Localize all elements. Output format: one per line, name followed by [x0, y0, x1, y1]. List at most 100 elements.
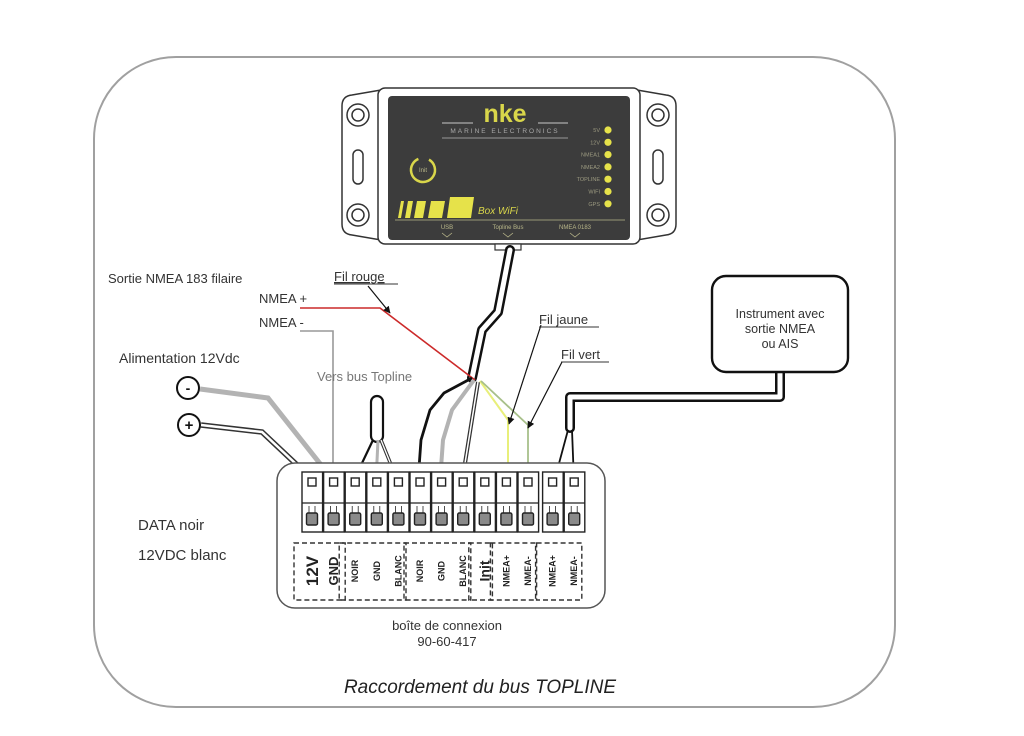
label-sortie-nmea: Sortie NMEA 183 filaire	[108, 271, 242, 286]
label-12vdc-blanc: 12VDC blanc	[138, 547, 227, 564]
led-label: NMEA1	[581, 153, 600, 159]
terminal	[409, 471, 432, 533]
terminal-group-box	[535, 542, 583, 601]
terminal-label: GND	[372, 561, 382, 582]
led-indicator-icon	[604, 187, 612, 196]
terminal-label: GND	[437, 561, 447, 582]
terminal	[344, 471, 367, 533]
terminal	[517, 471, 540, 533]
label-alimentation: Alimentation 12Vdc	[119, 350, 240, 366]
terminal-label: NMEA-	[523, 556, 533, 586]
terminal-block	[301, 471, 586, 533]
led-label: WIFI	[588, 190, 600, 196]
plus-terminal-icon: +	[177, 413, 201, 437]
led-label: NMEA2	[581, 165, 600, 171]
terminal-label: NMEA-	[569, 556, 579, 586]
instrument-box: Instrument avec sortie NMEA ou AIS	[710, 274, 850, 374]
brand-stripes	[398, 197, 474, 218]
port-label-usb: USB	[441, 225, 453, 231]
terminal	[541, 471, 564, 533]
terminal-group-box	[338, 542, 407, 601]
terminal	[366, 471, 389, 533]
minus-terminal-icon: -	[176, 376, 200, 400]
svg-text:ou AIS: ou AIS	[762, 337, 799, 351]
wire-red	[300, 307, 476, 381]
terminal-label: NMEA+	[501, 555, 511, 587]
screw-hole-icon	[346, 103, 370, 127]
device-flange-right	[636, 89, 677, 241]
led-indicator-icon	[604, 126, 612, 134]
terminal-label: BLANC	[458, 555, 468, 587]
terminal-labels: 12V GND NOIR GND BLANC NOIR GND BLANC Init NMEA+ N…	[293, 542, 583, 601]
port-label-topline: Topline Bus	[492, 225, 523, 231]
device-subtitle: MARINE ELECTRONICS	[450, 128, 559, 135]
label-fil-jaune: Fil jaune	[539, 312, 588, 327]
label-fil-vert: Fil vert	[561, 347, 600, 362]
label-boite-connexion: boîte de connexion	[392, 618, 502, 633]
topline-cable	[467, 245, 515, 383]
terminal-label: NMEA+	[548, 555, 558, 587]
screw-hole-icon	[646, 103, 670, 127]
led-label: 12V	[590, 140, 600, 146]
svg-text:sortie NMEA: sortie NMEA	[745, 322, 816, 336]
init-button: Init	[409, 156, 437, 184]
svg-text:-: -	[186, 380, 191, 396]
arrow-fil-rouge	[367, 285, 391, 314]
terminal-label: NOIR	[350, 559, 360, 582]
led-label: 5V	[593, 128, 600, 134]
svg-text:Init: Init	[419, 168, 427, 174]
screw-hole-icon	[646, 203, 670, 227]
terminal	[430, 471, 453, 533]
wire-nmea-minus	[300, 330, 334, 480]
arrow-fil-jaune	[507, 324, 542, 425]
terminal-label: 12V	[303, 555, 322, 586]
terminal	[452, 471, 475, 533]
led-indicator-icon	[604, 200, 612, 208]
led-label: TOPLINE	[577, 177, 601, 183]
terminal	[563, 471, 586, 533]
led-indicator-icon	[604, 175, 612, 183]
terminal-label: GND	[326, 557, 341, 586]
svg-text:+: +	[185, 417, 194, 434]
terminal-label: NOIR	[415, 559, 425, 582]
terminal-group-box	[403, 542, 472, 601]
led-label: GPS	[588, 202, 600, 208]
wire-black-data	[416, 376, 473, 483]
device-flange-left	[341, 89, 382, 241]
screw-hole-icon	[346, 203, 370, 227]
terminal	[495, 471, 518, 533]
wire-power-minus	[199, 386, 335, 482]
label-data-noir: DATA noir	[138, 517, 204, 534]
led-indicator-icon	[604, 138, 612, 146]
terminal-label: BLANC	[393, 555, 403, 587]
terminal-group-box	[489, 542, 537, 601]
label-nmea-minus: NMEA -	[259, 315, 304, 330]
diagram-title: Raccordement du bus TOPLINE	[344, 677, 616, 698]
device-body	[388, 96, 630, 240]
slot-icon	[352, 149, 364, 185]
led-indicator-icon	[604, 151, 612, 159]
terminal-group-box	[468, 542, 494, 601]
svg-text:Instrument avec: Instrument avec	[736, 307, 825, 321]
device-model: Box WiFi	[478, 206, 519, 217]
label-part-number: 90-60-417	[417, 634, 476, 649]
slot-icon	[652, 149, 664, 185]
label-vers-bus: Vers bus Topline	[317, 369, 412, 384]
outer-frame	[93, 56, 896, 708]
arrow-fil-vert	[527, 361, 563, 429]
label-nmea-plus: NMEA +	[259, 291, 307, 306]
terminal	[474, 471, 497, 533]
terminal	[322, 471, 345, 533]
terminal-group-box	[293, 542, 346, 601]
wire-gray-gnd	[438, 378, 476, 483]
terminal	[387, 471, 410, 533]
connection-box: 12V GND NOIR GND BLANC NOIR GND BLANC Init NMEA+ N…	[276, 462, 606, 609]
port-label-nmea: NMEA 0183	[559, 225, 592, 231]
device-brand: nke	[483, 100, 526, 128]
terminal-label: Init	[477, 560, 493, 581]
terminal	[301, 471, 324, 533]
nke-box-wifi-device: nke MARINE ELECTRONICS Init 5V 12V NMEA1NM…	[341, 87, 677, 251]
led-indicator-icon	[604, 163, 612, 171]
